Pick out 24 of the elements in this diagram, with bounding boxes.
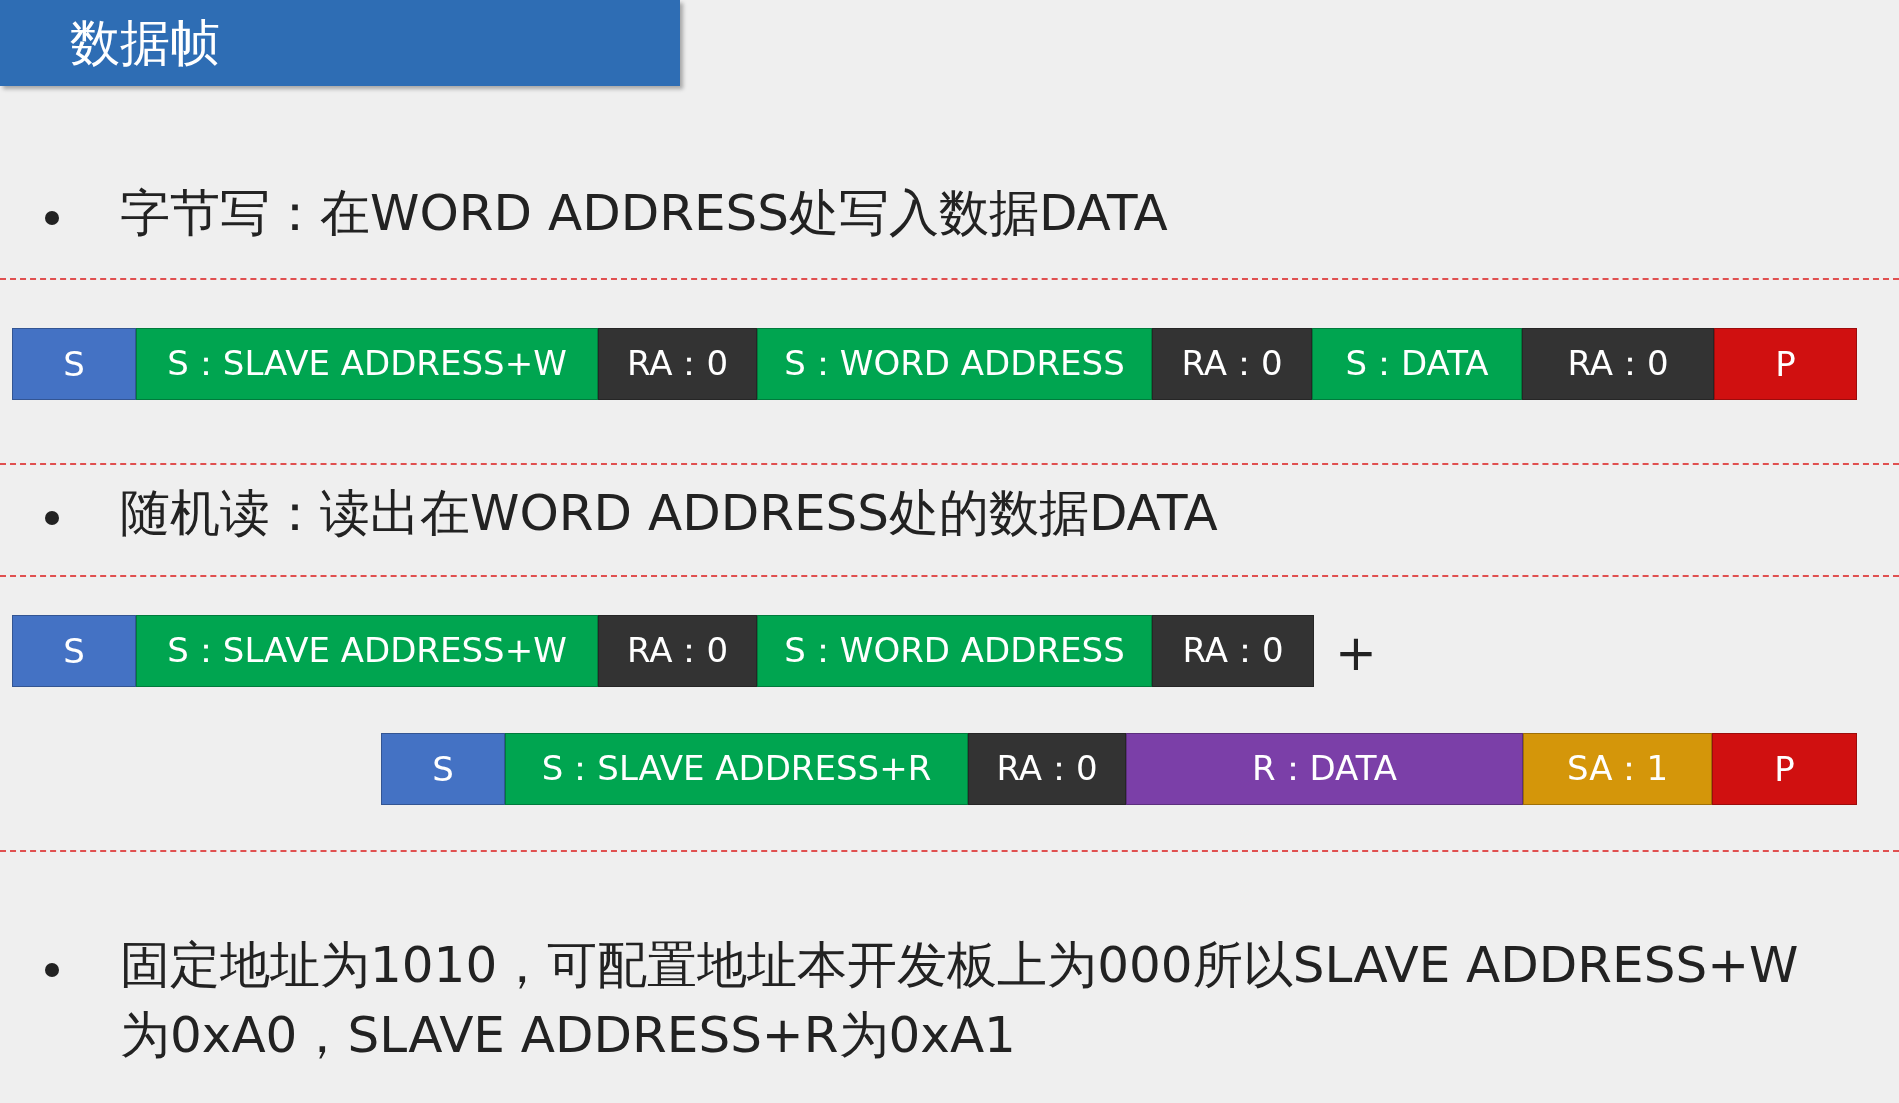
frame-field: RA：0 [598, 328, 757, 400]
frame-field: P [1712, 733, 1857, 805]
frame-field: S：DATA [1312, 328, 1522, 400]
frame-field: S：SLAVE ADDRESS+W [136, 328, 598, 400]
frame-field: R：DATA [1126, 733, 1523, 805]
frame-field: S：WORD ADDRESS [757, 328, 1152, 400]
frame-field: RA：0 [1152, 328, 1312, 400]
frame-field: RA：0 [1152, 615, 1314, 687]
bullet-text: 固定地址为1010，可配置地址本开发板上为000所以SLAVE ADDRESS+W为0xA0，SLAVE ADDRESS+R为0xA1 [120, 935, 1800, 1066]
frame-field: P [1714, 328, 1857, 400]
bullet-text: 字节写：在WORD ADDRESS处写入数据DATA [120, 183, 1169, 244]
frame-field: RA：0 [968, 733, 1126, 805]
frame-field: S：WORD ADDRESS [757, 615, 1152, 687]
frame-field: RA：0 [598, 615, 757, 687]
frame-field: S [12, 615, 136, 687]
frame-field: S [381, 733, 505, 805]
title-banner: 数据帧 [0, 0, 680, 86]
frame-field: RA：0 [1522, 328, 1714, 400]
frame-field: S：SLAVE ADDRESS+R [505, 733, 968, 805]
frame-field: S [12, 328, 136, 400]
frame-field: S：SLAVE ADDRESS+W [136, 615, 598, 687]
plus-sign: + [1335, 623, 1378, 684]
frame-field: SA：1 [1523, 733, 1712, 805]
bullet-text: 随机读：读出在WORD ADDRESS处的数据DATA [120, 483, 1219, 544]
